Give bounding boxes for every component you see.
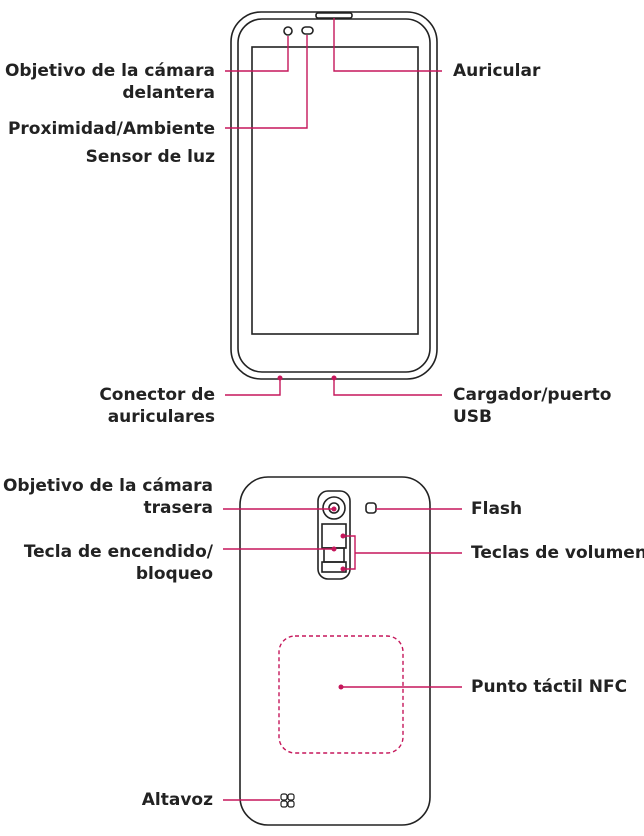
power-lock-label: Tecla de encendido/ bloqueo [24, 541, 213, 585]
nfc-label: Punto táctil NFC [471, 677, 628, 697]
proximity-sensor [301, 26, 314, 35]
headset-jack-callout [225, 378, 281, 396]
proximity-callout [225, 35, 308, 129]
front-camera-callout [225, 36, 289, 72]
flash-label: Flash [471, 499, 523, 519]
front-inner-bezel [237, 18, 431, 373]
front-camera-label-line2: delantera [122, 83, 215, 103]
front-screen [251, 46, 419, 335]
earpiece-slot [315, 12, 353, 19]
rear-camera-label-line1: Objetivo de la cámara [2, 476, 213, 496]
back-callout-dots [331, 506, 346, 690]
headset-jack-label-line2: auriculares [107, 407, 215, 427]
flash-led [365, 502, 377, 514]
volume-keys-label: Teclas de volumen [471, 543, 644, 563]
light-sensor-label: Sensor de luz [85, 147, 215, 167]
volume-down-key [321, 561, 347, 573]
headset-jack-label-line1: Conector de [99, 385, 215, 405]
rear-camera-lens-inner [328, 502, 340, 514]
headset-jack-label: Conector de auriculares [99, 384, 215, 428]
phone-back [239, 476, 431, 826]
rear-camera-module [317, 490, 351, 580]
proximity-label: Proximidad/Ambiente [7, 119, 215, 139]
usb-port-label: Cargador/puerto USB [453, 384, 611, 428]
earpiece-label: Auricular [453, 61, 541, 81]
back-callouts [223, 508, 462, 801]
rear-camera-label: Objetivo de la cámara trasera [3, 475, 213, 519]
nfc-area [278, 635, 404, 754]
front-camera-label: Objetivo de la cámara delantera [5, 60, 215, 104]
usb-port-label-line2: USB [453, 407, 493, 427]
power-lock-label-line2: bloqueo [135, 564, 213, 584]
usb-callout [333, 378, 442, 396]
earpiece-callout [333, 18, 442, 72]
front-callouts [225, 18, 442, 396]
rear-camera-lens-outer [322, 496, 346, 520]
usb-port-label-line1: Cargador/puerto [453, 385, 612, 405]
speaker-label: Altavoz [141, 790, 213, 810]
speaker-grille-icon [280, 793, 295, 808]
back-body [239, 476, 431, 826]
front-camera-lens [283, 26, 293, 36]
front-callout-dots [277, 375, 337, 381]
rear-camera-label-line2: trasera [143, 498, 214, 518]
front-camera-label-line1: Objetivo de la cámara [4, 61, 215, 81]
power-lock-label-line1: Tecla de encendido/ [23, 542, 213, 562]
